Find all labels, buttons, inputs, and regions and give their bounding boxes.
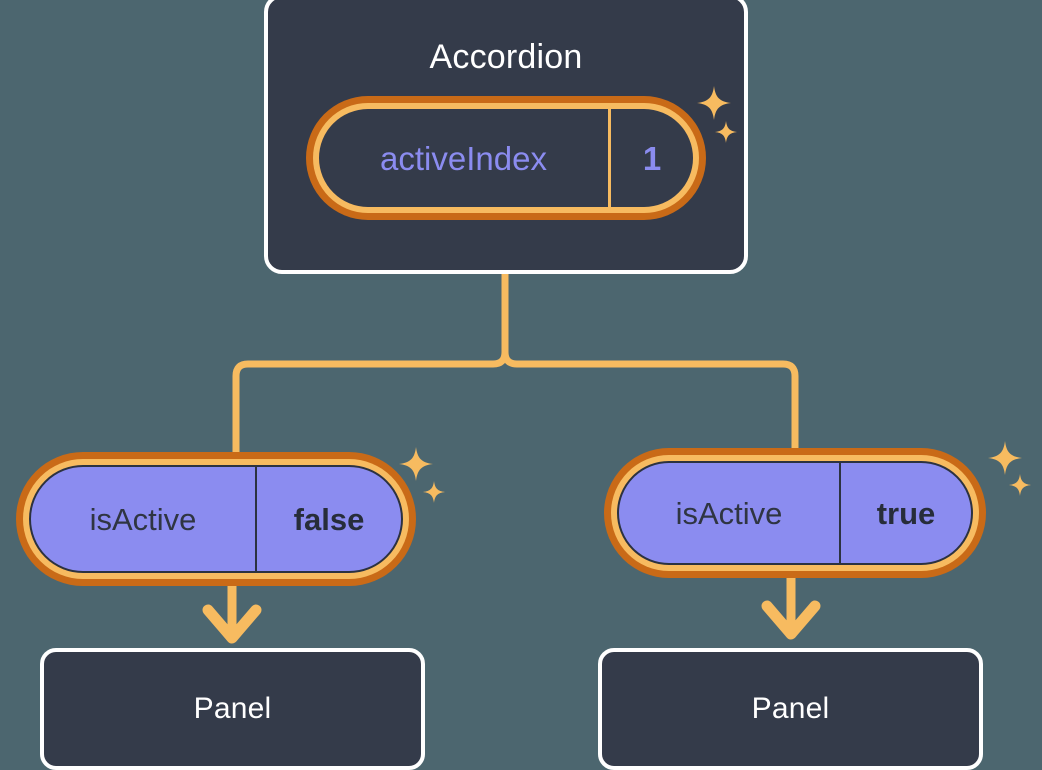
state-pill-isactive-true[interactable]: isActive true — [604, 448, 986, 578]
state-pill-value: true — [839, 463, 971, 563]
state-pill-highlight-ring: activeIndex 1 — [313, 103, 699, 213]
edge-right-state-to-panel — [761, 578, 821, 640]
node-panel-right[interactable]: Panel — [598, 648, 983, 770]
node-panel-left-title: Panel — [193, 692, 272, 725]
state-pill-body: isActive true — [617, 461, 973, 565]
state-pill-value: 1 — [608, 109, 693, 207]
node-accordion-title: Accordion — [429, 38, 583, 76]
sparkle-large-icon — [988, 441, 1022, 475]
edge-accordion-to-left-state — [232, 268, 509, 456]
sparkle-small-icon — [1009, 474, 1031, 496]
state-pill-key: activeIndex — [380, 139, 547, 177]
state-pill-isactive-false[interactable]: isActive false — [16, 452, 416, 586]
state-pill-highlight-ring: isActive false — [23, 459, 409, 579]
sparkle-large-icon — [399, 447, 433, 481]
sparkle-small-icon — [423, 481, 445, 503]
node-panel-left[interactable]: Panel — [40, 648, 425, 770]
state-pill-value: false — [255, 467, 401, 571]
state-pill-body: activeIndex 1 — [319, 109, 693, 207]
edge-accordion-to-right-state — [501, 268, 799, 452]
state-pill-body: isActive false — [29, 465, 403, 573]
state-pill-key: isActive — [89, 501, 197, 537]
state-pill-highlight-ring: isActive true — [611, 455, 979, 571]
state-pill-activeindex[interactable]: activeIndex 1 — [306, 96, 706, 220]
state-pill-key: isActive — [675, 495, 783, 531]
node-panel-right-title: Panel — [751, 692, 830, 725]
edge-left-state-to-panel — [202, 586, 262, 644]
